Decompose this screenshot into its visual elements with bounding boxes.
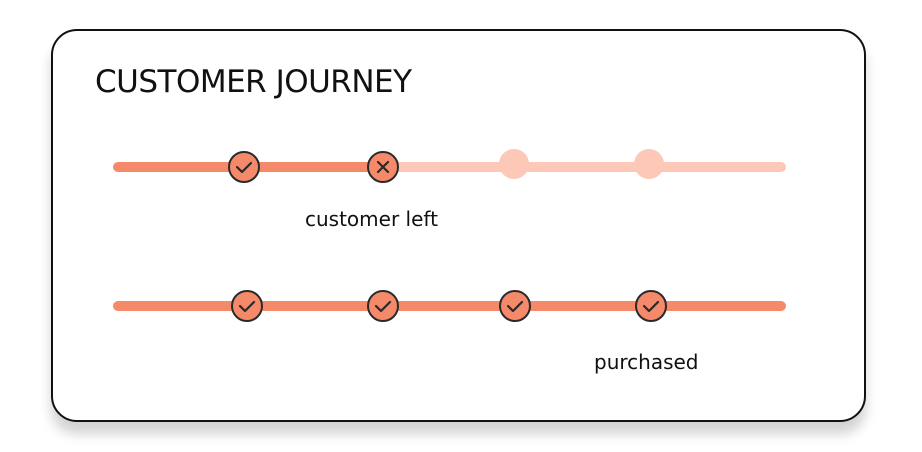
journey-row-purchased	[113, 290, 786, 322]
step-node-done	[228, 151, 260, 183]
page-title: CUSTOMER JOURNEY	[95, 64, 412, 100]
check-icon	[642, 300, 660, 313]
check-icon	[238, 300, 256, 313]
journey-row-customer-left	[113, 149, 786, 183]
check-icon	[506, 300, 524, 313]
check-icon	[374, 300, 392, 313]
step-node-pending	[634, 149, 664, 179]
step-node-done	[499, 290, 531, 322]
journey-label-customer-left: customer left	[305, 207, 438, 231]
step-node-done	[367, 290, 399, 322]
journey-card	[51, 29, 866, 422]
step-node-done	[231, 290, 263, 322]
step-node-pending	[499, 149, 529, 179]
step-node-done	[635, 290, 667, 322]
check-icon	[235, 161, 253, 174]
x-icon	[376, 160, 390, 174]
step-node-failed	[367, 151, 399, 183]
journey-label-purchased: purchased	[594, 350, 699, 374]
